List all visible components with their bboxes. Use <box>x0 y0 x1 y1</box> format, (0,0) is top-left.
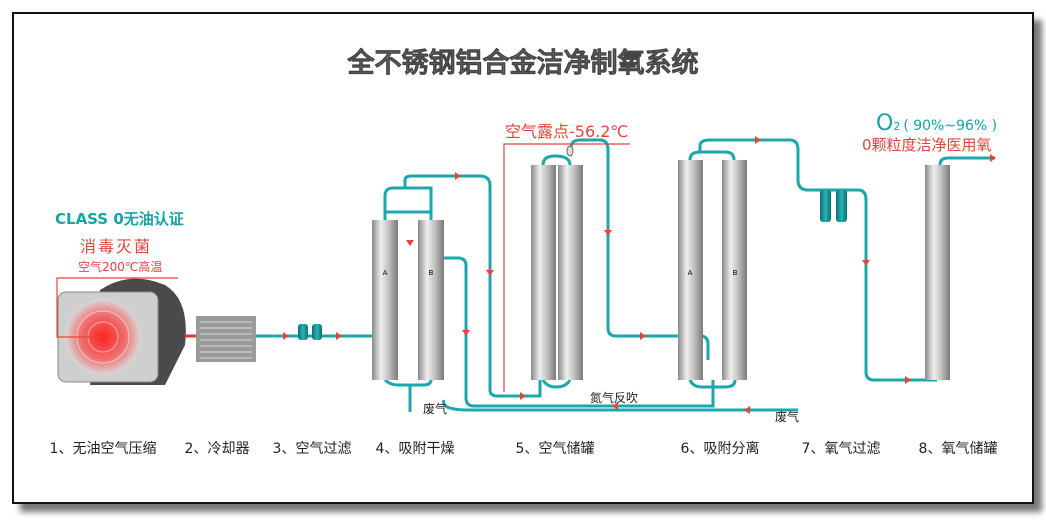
class0-label: CLASS 0无油认证 <box>55 210 184 228</box>
air-filter <box>298 324 322 340</box>
step-label: 6、吸附分离 <box>681 440 760 457</box>
cooler <box>196 316 256 362</box>
step-label: 1、无油空气压缩 <box>50 441 157 457</box>
step-label: 3、空气过滤 <box>273 441 352 457</box>
oxygen-tank <box>925 165 950 380</box>
dryer-tank-a: A <box>372 220 398 380</box>
separation-tank-a: A <box>678 160 703 380</box>
svg-text:B: B <box>733 269 738 277</box>
temp-label: 空气200℃高温 <box>78 259 162 274</box>
page-title: 全不锈钢铝合金洁净制氧系统 <box>347 47 699 79</box>
step-label: 5、空气储罐 <box>516 441 595 457</box>
dew-point-label: 空气露点-56.2℃ <box>505 122 628 141</box>
exhaust-label-2: 废气 <box>775 409 799 424</box>
svg-text:B: B <box>429 269 434 277</box>
pipes <box>256 138 995 412</box>
air-tank-1 <box>531 165 556 380</box>
step-label: 7、氧气过滤 <box>802 441 881 457</box>
separation-tank-b: B <box>722 160 747 380</box>
step-label: 2、冷却器 <box>185 441 250 457</box>
svg-text:A: A <box>383 269 388 277</box>
dew-sensor-icon <box>566 145 574 157</box>
disinfect-label: 消毒灭菌 <box>80 237 152 256</box>
oil-free-compressor <box>57 278 186 385</box>
oxygen-desc: 0颗粒度洁净医用氧 <box>862 136 992 154</box>
diagram-card <box>12 12 1034 504</box>
step-label: 4、吸附干燥 <box>376 441 455 457</box>
step-label: 8、氧气储罐 <box>919 441 998 457</box>
dryer-tank-b: B <box>418 220 444 380</box>
flow-arrows <box>283 136 996 414</box>
air-tank-2 <box>558 165 583 380</box>
nitrogen-backflush-label: 氮气反吹 <box>590 390 638 405</box>
oxygen-purity: O2( 90%~96% ) <box>876 111 997 136</box>
svg-text:A: A <box>688 269 693 277</box>
oxygen-filter <box>820 190 847 222</box>
step-labels: 1、无油空气压缩 2、冷却器 3、空气过滤 4、吸附干燥 5、空气储罐 6、吸附… <box>50 440 998 457</box>
exhaust-label-1: 废气 <box>423 401 447 416</box>
